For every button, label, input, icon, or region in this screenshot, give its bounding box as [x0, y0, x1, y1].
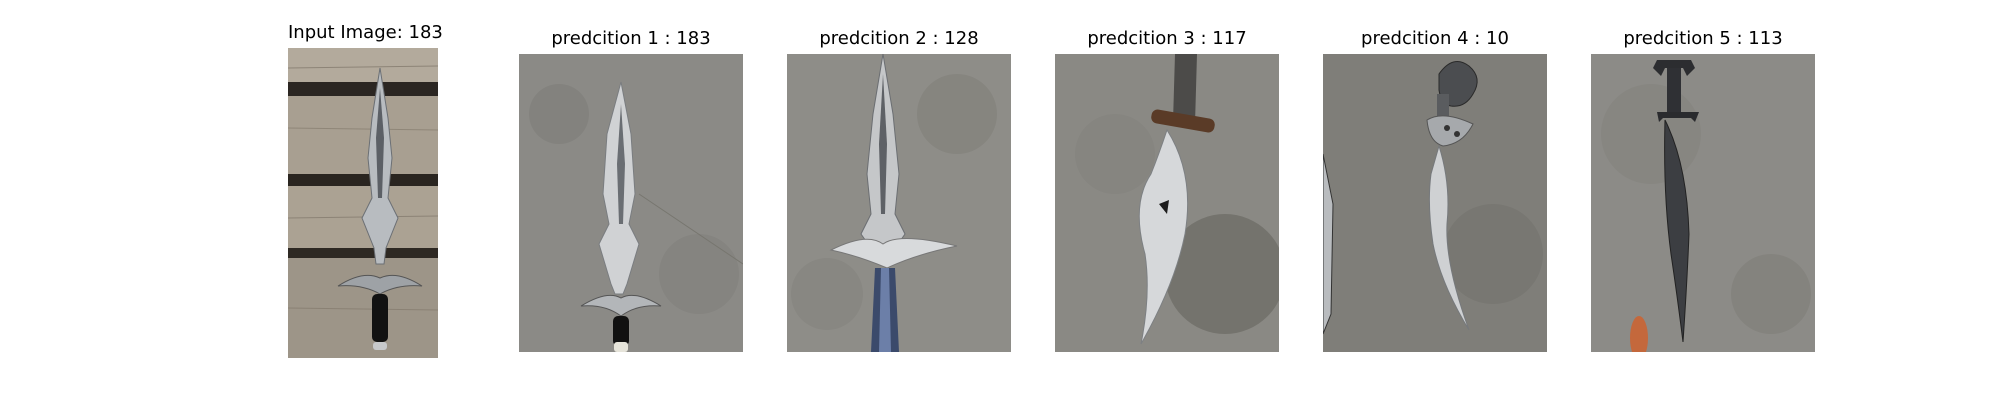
fantasy-sword-with-wing-guard-image — [787, 54, 1011, 352]
input-image-title: Input Image: 183 — [288, 22, 443, 43]
prediction-1-title: predcition 1 : 183 — [551, 28, 711, 49]
ornate-sword-on-pallet-image — [288, 48, 438, 358]
spartan-sword-on-concrete-image — [1591, 54, 1815, 352]
prediction-3-panel: predcition 3 : 117 — [1055, 28, 1279, 352]
prediction-4-image — [1323, 54, 1547, 352]
ornate-sword-on-concrete-image — [519, 54, 743, 352]
prediction-3-title: predcition 3 : 117 — [1087, 28, 1247, 49]
prediction-3-image — [1055, 54, 1279, 352]
input-image-panel: Input Image: 183 — [288, 22, 443, 358]
prediction-1-panel: predcition 1 : 183 — [519, 28, 743, 352]
prediction-1-image — [519, 54, 743, 352]
bowie-knife-on-concrete-image — [1055, 54, 1279, 352]
prediction-4-panel: predcition 4 : 10 — [1323, 28, 1547, 352]
prediction-5-title: predcition 5 : 113 — [1623, 28, 1783, 49]
prediction-5-image — [1591, 54, 1815, 352]
prediction-2-image — [787, 54, 1011, 352]
prediction-2-panel: predcition 2 : 128 — [787, 28, 1011, 352]
prediction-5-panel: predcition 5 : 113 — [1591, 28, 1815, 352]
fantasy-dagger-dragon-hilt-image — [1323, 54, 1547, 352]
prediction-4-title: predcition 4 : 10 — [1361, 28, 1509, 49]
prediction-2-title: predcition 2 : 128 — [819, 28, 979, 49]
input-image — [288, 48, 438, 358]
